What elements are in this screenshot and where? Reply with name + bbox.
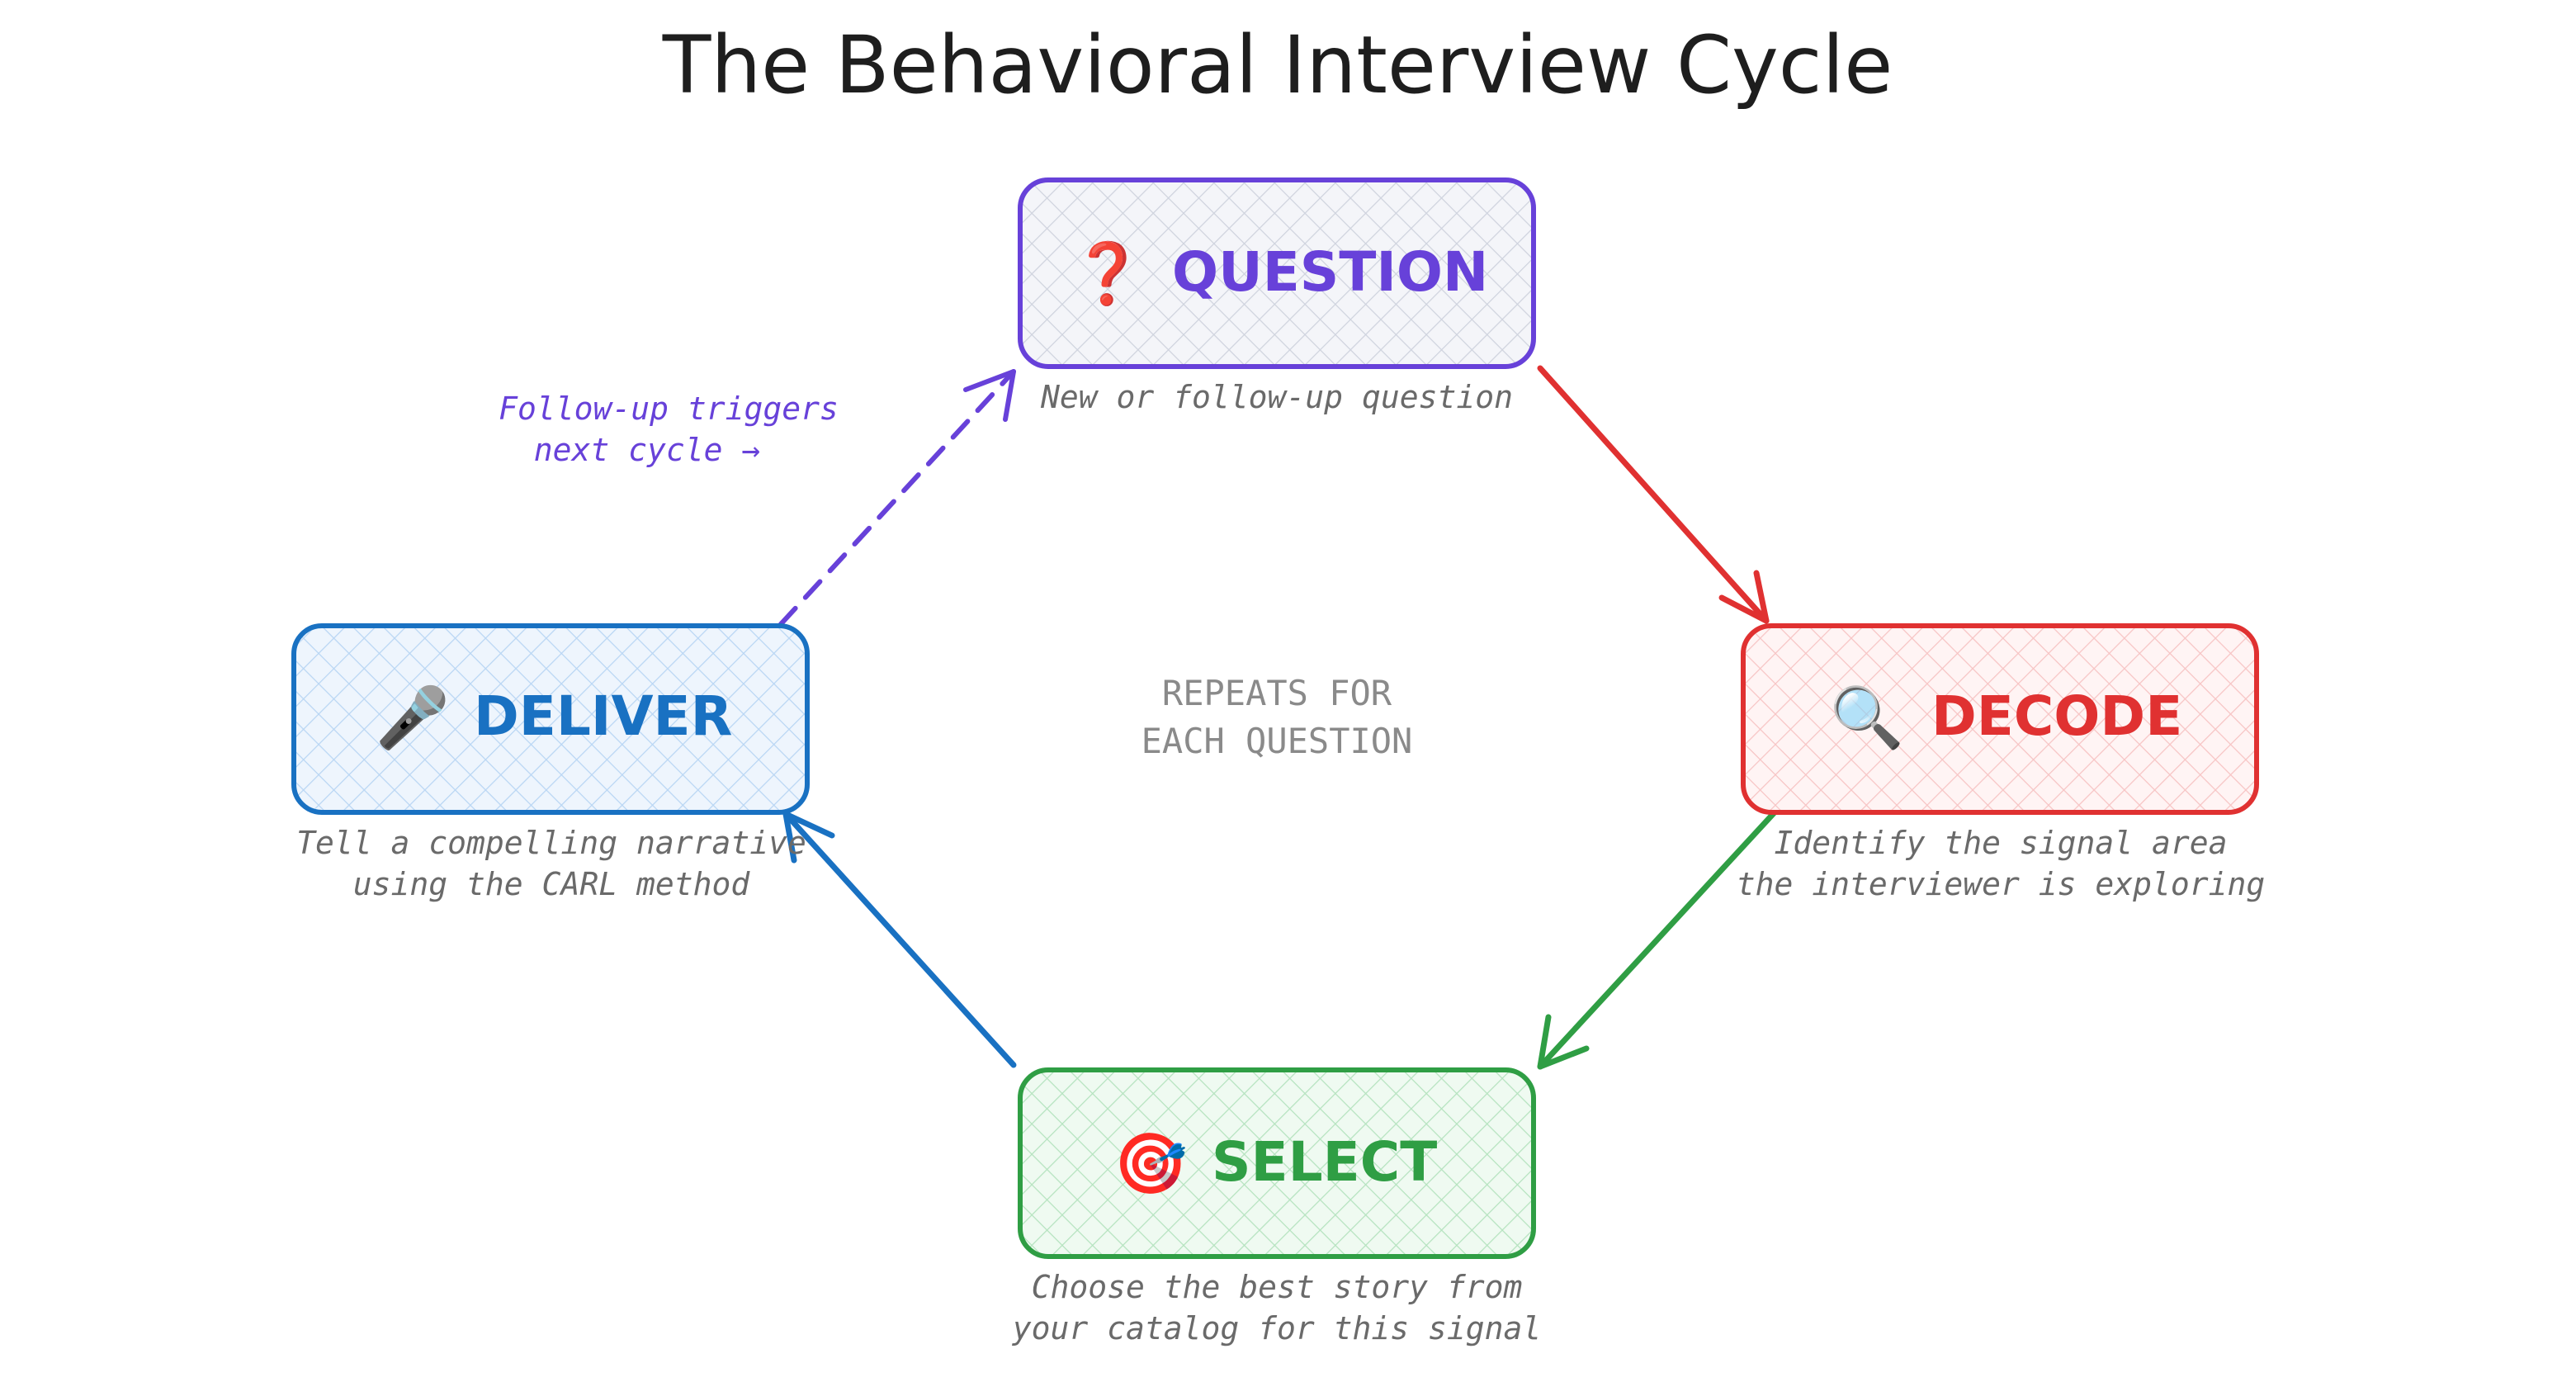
microphone-icon: 🎤 <box>376 682 450 752</box>
node-question[interactable]: ❓ QUESTION New or follow-up question <box>1018 177 1536 415</box>
node-deliver-box <box>291 623 810 815</box>
arrow-decode-to-select <box>1537 809 1778 1070</box>
node-select[interactable]: 🎯 SELECT Choose the best story from your… <box>1012 1067 1542 1347</box>
node-select-caption-line-1: Choose the best story from <box>1032 1269 1523 1305</box>
node-decode-caption-line-2: the interviewer is exploring <box>1737 866 2266 902</box>
node-decode-caption-line-1: Identify the signal area <box>1774 825 2227 861</box>
node-deliver-caption-line-2: using the CARL method <box>353 866 751 902</box>
node-decode-box <box>1741 623 2259 815</box>
node-question-box <box>1018 177 1536 369</box>
node-question-caption-line-1: New or follow-up question <box>1040 379 1513 415</box>
arrow-question-to-decode <box>1537 365 1770 624</box>
target-icon: 🎯 <box>1113 1129 1188 1198</box>
center-text-line-2: EACH QUESTION <box>1141 721 1413 761</box>
node-question-label: QUESTION <box>1172 240 1488 304</box>
arrow-deliver-to-question-dashed <box>778 369 1016 627</box>
node-select-caption-line-2: your catalog for this signal <box>1012 1310 1542 1347</box>
diagram-title: The Behavioral Interview Cycle <box>662 19 1893 111</box>
node-decode[interactable]: 🔍 DECODE Identify the signal area the in… <box>1737 623 2266 902</box>
node-deliver[interactable]: 🎤 DELIVER Tell a compelling narrative us… <box>291 623 810 902</box>
node-select-box <box>1018 1067 1536 1259</box>
node-deliver-label: DELIVER <box>474 684 732 748</box>
magnifier-icon: 🔍 <box>1830 680 1904 752</box>
arrow-select-to-deliver <box>782 811 1017 1068</box>
node-decode-label: DECODE <box>1931 684 2182 748</box>
node-select-label: SELECT <box>1212 1130 1437 1194</box>
node-deliver-caption-line-1: Tell a compelling narrative <box>296 825 806 861</box>
question-mark-icon: ❓ <box>1071 239 1145 308</box>
followup-note-line-2: next cycle → <box>534 432 761 468</box>
followup-note-line-1: Follow-up triggers <box>499 390 839 427</box>
center-text-line-1: REPEATS FOR <box>1162 673 1392 713</box>
